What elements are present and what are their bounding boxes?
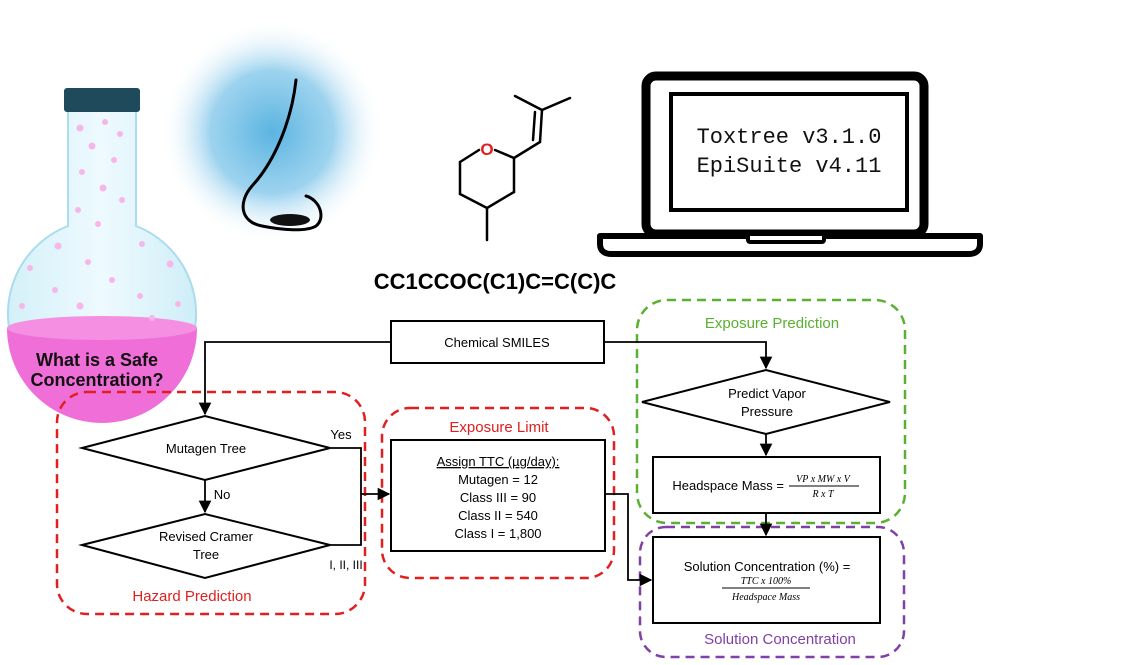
vapor-pressure-label-line2: Pressure bbox=[741, 404, 793, 419]
arrow-smiles-to-mutagen bbox=[198, 341, 391, 416]
headspace-mass-box bbox=[652, 456, 881, 514]
nostril bbox=[270, 214, 310, 226]
no-branch-label: No bbox=[214, 487, 231, 502]
ttc-line-class-ii: Class II = 540 bbox=[458, 508, 538, 523]
chemical-smiles-label: Chemical SMILES bbox=[444, 335, 550, 350]
exposure-limit-title: Exposure Limit bbox=[449, 419, 549, 436]
mutagen-tree-label: Mutagen Tree bbox=[166, 441, 246, 456]
ttc-line-class-i: Class I = 1,800 bbox=[454, 526, 541, 541]
ttc-box bbox=[390, 439, 606, 552]
revised-cramer-label-line2: Tree bbox=[193, 547, 219, 562]
arrow-ttc-to-solution bbox=[605, 493, 653, 587]
cramer-classes-label: I, II, III bbox=[329, 558, 362, 572]
flask-liquid-surface bbox=[7, 316, 197, 340]
flask-cap bbox=[64, 88, 140, 112]
hazard-prediction-title: Hazard Prediction bbox=[132, 588, 251, 605]
laptop-screen bbox=[669, 92, 909, 212]
nose-illustration bbox=[160, 20, 384, 244]
exposure-limit-group bbox=[380, 406, 616, 580]
exposure-prediction-title: Exposure Prediction bbox=[705, 315, 839, 332]
laptop-base bbox=[597, 233, 983, 257]
revised-cramer-diamond bbox=[78, 512, 331, 580]
oxygen-atom-label: O bbox=[480, 140, 493, 159]
hazard-prediction-group bbox=[55, 390, 367, 616]
molecule-structure bbox=[458, 94, 572, 242]
flask-liquid bbox=[7, 328, 197, 423]
headspace-mass-denominator: R x T bbox=[811, 489, 835, 500]
revised-cramer-label-line1: Revised Cramer bbox=[159, 529, 254, 544]
ttc-heading: Assign TTC (µg/day): bbox=[437, 454, 560, 469]
flask-illustration: What is a Safe Concentration? bbox=[7, 88, 197, 423]
solution-concentration-numerator: TTC x 100% bbox=[741, 576, 792, 587]
exposure-prediction-group bbox=[635, 298, 907, 525]
laptop-software-line1: Toxtree v3.1.0 bbox=[697, 125, 882, 150]
arrow-smiles-to-vapor bbox=[604, 341, 773, 370]
smiles-string: CC1CCOC(C1)C=C(C)C bbox=[374, 269, 617, 294]
ttc-line-class-iii: Class III = 90 bbox=[460, 490, 536, 505]
solution-concentration-title: Solution Concentration bbox=[704, 631, 856, 648]
yes-branch-label: Yes bbox=[330, 427, 352, 442]
line-mutagen-yes bbox=[330, 447, 362, 546]
chemical-smiles-box bbox=[390, 320, 605, 364]
vapor-pressure-diamond bbox=[641, 368, 891, 436]
ttc-line-mutagen: Mutagen = 12 bbox=[458, 472, 538, 487]
solution-concentration-label: Solution Concentration (%) = bbox=[684, 559, 851, 574]
laptop-software-line2: EpiSuite v4.11 bbox=[697, 154, 882, 179]
laptop-illustration: Toxtree v3.1.0 EpiSuite v4.11 bbox=[597, 71, 983, 257]
nose-glow bbox=[160, 20, 384, 244]
laptop-trackpad-notch bbox=[746, 232, 826, 244]
flask-bubbles bbox=[19, 119, 181, 321]
vapor-pressure-label-line1: Predict Vapor bbox=[728, 386, 806, 401]
headspace-mass-numerator: VP x MW x V bbox=[796, 474, 852, 485]
solution-concentration-denominator: Headspace Mass bbox=[731, 592, 800, 603]
flask-question-line1: What is a Safe bbox=[36, 350, 158, 370]
solution-concentration-box bbox=[652, 536, 881, 624]
flow-connectors bbox=[198, 341, 773, 587]
flask-question-line2: Concentration? bbox=[31, 370, 164, 390]
nose-outline bbox=[241, 78, 323, 232]
headspace-mass-label: Headspace Mass = bbox=[672, 478, 784, 493]
mutagen-tree-diamond bbox=[78, 414, 331, 482]
